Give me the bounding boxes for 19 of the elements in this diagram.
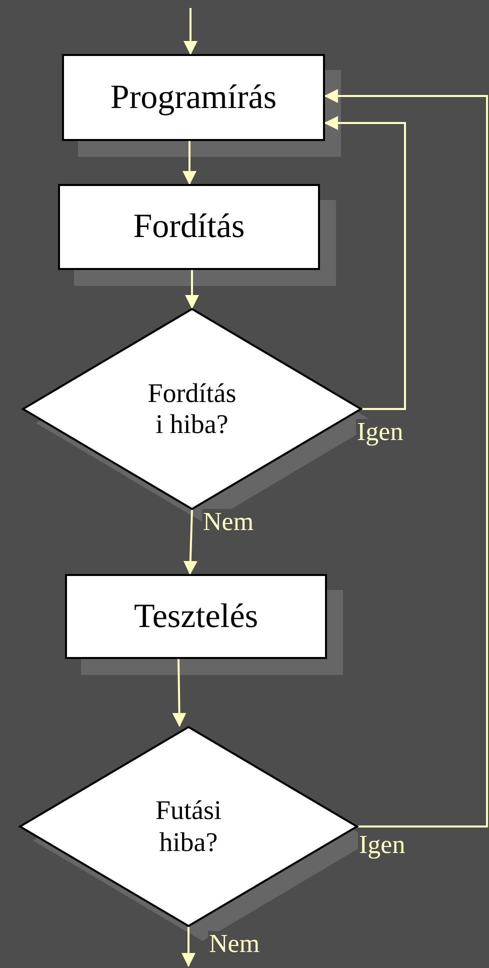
step-text: Programírás — [110, 78, 277, 116]
step-text: Fordítás — [133, 208, 245, 246]
decision-text: Futási hiba? — [154, 795, 222, 858]
arrow — [185, 270, 199, 309]
process-box — [58, 184, 320, 270]
process-box — [65, 574, 327, 659]
arrow — [324, 116, 406, 410]
arrow — [182, 927, 196, 967]
arrow — [184, 8, 198, 55]
arrow — [172, 658, 186, 727]
arrow — [183, 510, 198, 575]
decision-diamond — [19, 726, 358, 927]
arrow — [324, 89, 488, 828]
step-text: Tesztelés — [134, 598, 258, 636]
edge-label: Igen — [358, 832, 406, 858]
decision-text: Fordítás i hiba? — [146, 378, 238, 440]
edge-label: Igen — [356, 419, 404, 445]
process-box — [62, 54, 325, 141]
arrow — [182, 141, 196, 185]
